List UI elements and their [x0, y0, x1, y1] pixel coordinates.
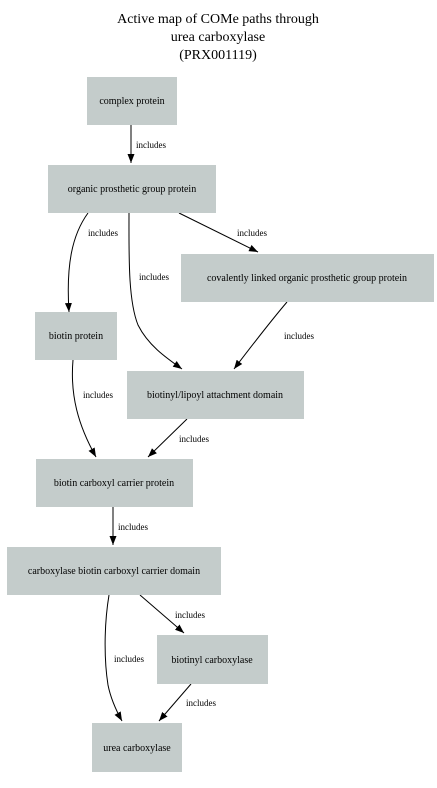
edge-biotin-carboxyl-carrier-protein-to-carboxylase-biotin-carboxyl-carrier-domain: includes [109, 507, 148, 545]
node-complex-protein[interactable]: complex protein [87, 77, 177, 125]
edge-label: includes [88, 228, 118, 238]
edge-label: includes [237, 228, 267, 238]
node-box [87, 77, 177, 125]
node-label: biotin protein [49, 331, 103, 342]
edge-label: includes [175, 610, 205, 620]
edge-line [233, 301, 288, 370]
edge-line [128, 212, 183, 370]
edge-label: includes [179, 434, 209, 444]
node-biotinyl-lipoyl-attachment-domain[interactable]: biotinyl/lipoyl attachment domain [127, 371, 304, 419]
node-box [157, 635, 268, 684]
edge-carboxylase-biotin-carboxyl-carrier-domain-to-urea-carboxylase: includes [104, 594, 144, 722]
edge-organic-prosthetic-group-protein-to-biotinyl-lipoyl-attachment-domain: includes [128, 212, 183, 370]
node-box [7, 547, 221, 595]
title-line-1: Active map of COMe paths through [117, 12, 319, 27]
edge-organic-prosthetic-group-protein-to-covalently-linked-organic-prosthetic-group-protein: includes [178, 212, 267, 253]
edge-label: includes [118, 522, 148, 532]
diagram-title: Active map of COMe paths through urea ca… [117, 12, 319, 63]
title-line-3: (PRX001119) [179, 48, 257, 63]
edges: includes includes includes includes incl… [64, 125, 314, 722]
edge-label: includes [136, 140, 166, 150]
node-label: complex protein [99, 96, 164, 107]
edge-covalently-linked-organic-prosthetic-group-protein-to-biotinyl-lipoyl-attachment-domain: includes [233, 301, 314, 370]
edge-line [64, 212, 89, 313]
title-line-2: urea carboxylase [171, 30, 265, 45]
edge-label: includes [284, 331, 314, 341]
edge-label: includes [186, 698, 216, 708]
node-label: carboxylase biotin carboxyl carrier doma… [28, 566, 200, 577]
node-box [36, 459, 193, 507]
edge-biotinyl-lipoyl-attachment-domain-to-biotin-carboxyl-carrier-protein: includes [147, 418, 209, 458]
edge-carboxylase-biotin-carboxyl-carrier-domain-to-biotinyl-carboxylase: includes [139, 594, 205, 634]
node-box [35, 312, 117, 360]
edge-line [139, 594, 185, 634]
edge-line [178, 212, 259, 253]
node-box [48, 165, 216, 213]
edge-label: includes [139, 272, 169, 282]
edge-line [104, 594, 123, 722]
node-box [127, 371, 304, 419]
node-label: biotin carboxyl carrier protein [54, 478, 174, 489]
node-label: urea carboxylase [103, 743, 171, 754]
node-label: biotinyl carboxylase [171, 655, 253, 666]
edge-label: includes [83, 390, 113, 400]
edge-organic-prosthetic-group-protein-to-biotin-protein: includes [64, 212, 118, 313]
node-urea-carboxylase[interactable]: urea carboxylase [92, 723, 182, 772]
edge-line [158, 683, 192, 722]
node-organic-prosthetic-group-protein[interactable]: organic prosthetic group protein [48, 165, 216, 213]
edge-label: includes [114, 654, 144, 664]
node-label: organic prosthetic group protein [68, 184, 196, 195]
edge-complex-protein-to-organic-prosthetic-group-protein: includes [127, 125, 166, 163]
node-box [92, 723, 182, 772]
node-label: covalently linked organic prosthetic gro… [207, 273, 407, 284]
node-box [181, 254, 434, 302]
nodes: complex protein organic prosthetic group… [7, 77, 434, 772]
node-biotin-protein[interactable]: biotin protein [35, 312, 117, 360]
node-label: biotinyl/lipoyl attachment domain [147, 390, 283, 401]
node-biotinyl-carboxylase[interactable]: biotinyl carboxylase [157, 635, 268, 684]
edge-biotinyl-carboxylase-to-urea-carboxylase: includes [158, 683, 216, 722]
node-carboxylase-biotin-carboxyl-carrier-domain[interactable]: carboxylase biotin carboxyl carrier doma… [7, 547, 221, 595]
edge-line [71, 359, 97, 458]
node-biotin-carboxyl-carrier-protein[interactable]: biotin carboxyl carrier protein [36, 459, 193, 507]
edge-biotin-protein-to-biotin-carboxyl-carrier-protein: includes [71, 359, 113, 458]
edge-line [147, 418, 188, 458]
node-covalently-linked-organic-prosthetic-group-protein[interactable]: covalently linked organic prosthetic gro… [181, 254, 434, 302]
